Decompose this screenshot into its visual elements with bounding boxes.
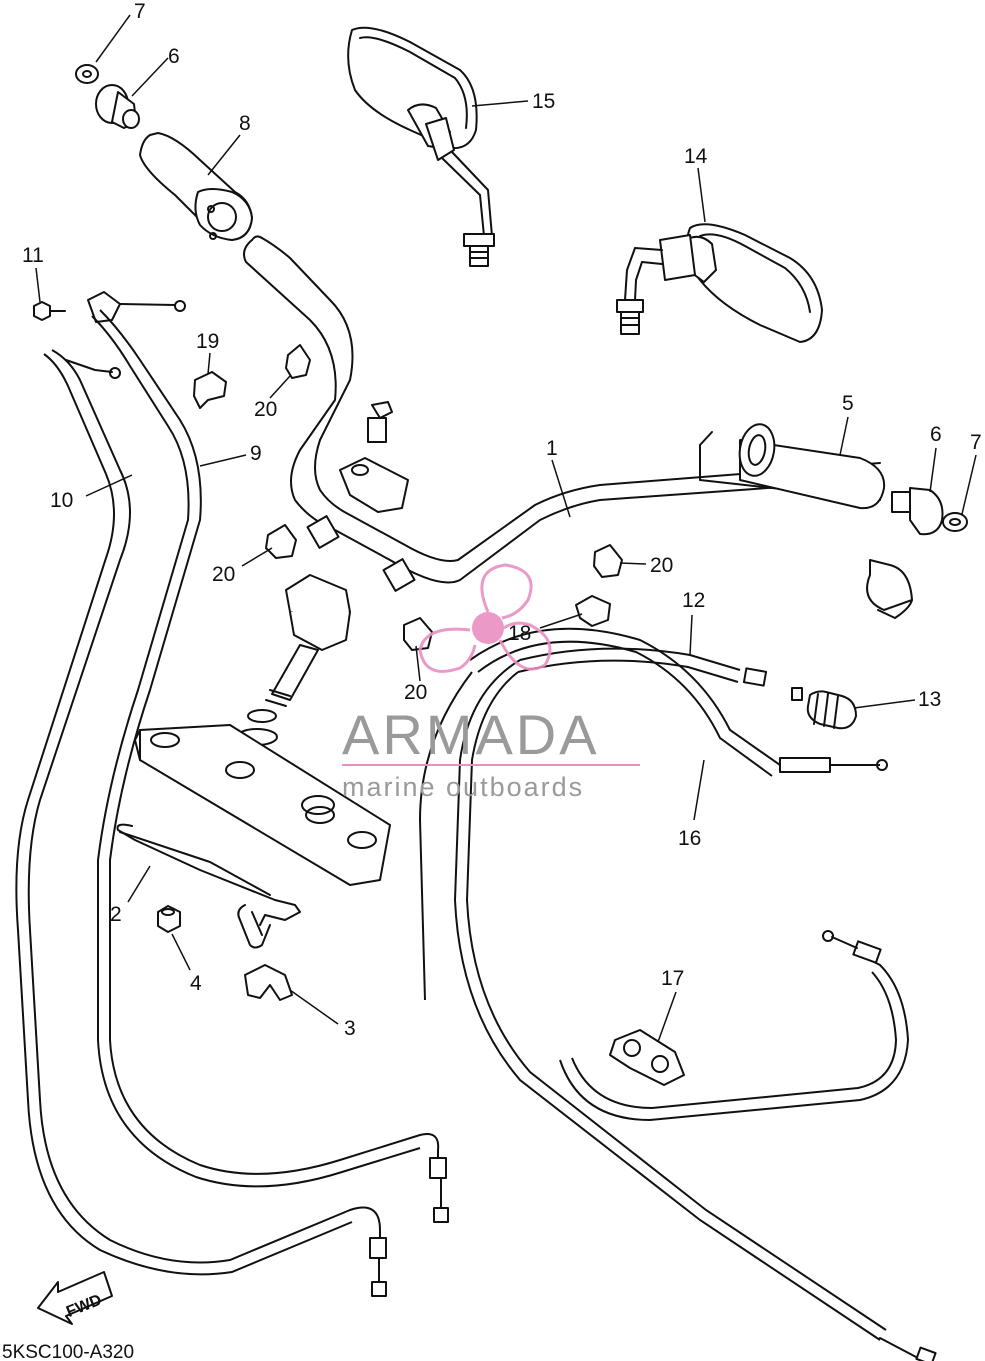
cable-clamp-3	[244, 964, 293, 1001]
armada-logo-mark	[418, 563, 552, 673]
clamp-20-lower	[403, 617, 433, 651]
callout-8: 8	[239, 112, 251, 135]
throttle-cable-10	[15, 349, 387, 1297]
callout-18: 18	[508, 622, 531, 645]
cable-holder-18	[575, 595, 611, 627]
callout-6-right: 6	[930, 423, 942, 446]
callout-4: 4	[190, 972, 202, 995]
grip-end-washer-7-right	[942, 512, 968, 532]
callout-13: 13	[918, 688, 941, 711]
callout-17: 17	[661, 967, 684, 990]
callout-numbers: 7 6 8 15 14 11 19 20 9 10 1 5 6 7 20 20 …	[22, 0, 982, 1040]
right-grip-5	[699, 423, 913, 619]
clamp-20-mid	[265, 524, 297, 559]
callout-3: 3	[344, 1017, 356, 1040]
callout-20-lower: 20	[404, 681, 427, 704]
diagram-code: 5KSC100-A320	[2, 1342, 134, 1361]
choke-cable-16	[418, 627, 910, 1122]
clamp-20-right	[593, 544, 623, 578]
grip-end-weight-6-right	[891, 487, 944, 536]
callout-19: 19	[196, 330, 219, 353]
callout-2: 2	[110, 903, 122, 926]
callout-20-mid: 20	[212, 563, 235, 586]
callout-7-right: 7	[970, 431, 982, 454]
callout-leaders	[35, 14, 977, 1043]
cable-guide-bracket-2	[116, 823, 301, 949]
nut-4	[157, 905, 181, 933]
watermark-tagline: marine outboards	[342, 772, 584, 802]
cable-holder-17	[609, 1029, 685, 1086]
callout-6-left: 6	[168, 45, 180, 68]
callout-7-left: 7	[134, 0, 146, 23]
callout-11: 11	[22, 244, 44, 267]
callout-20-right: 20	[650, 554, 673, 577]
clutch-cable-12	[453, 647, 937, 1361]
mirror-left-14	[616, 223, 823, 343]
callout-9: 9	[250, 442, 262, 465]
grip-end-weight-6-left	[95, 84, 140, 129]
lower-handlebar-holder-riser	[236, 574, 351, 746]
adjuster-13	[806, 690, 857, 730]
callout-5: 5	[842, 392, 854, 415]
forward-arrow-icon: FWD	[37, 1271, 113, 1325]
clamp-20-upper	[285, 344, 311, 379]
callout-14: 14	[684, 145, 708, 168]
mirror-right-15	[347, 26, 495, 267]
left-grip-8	[139, 132, 253, 241]
callout-16: 16	[678, 827, 701, 850]
grip-end-washer-7-left	[75, 64, 99, 84]
callout-12: 12	[682, 589, 705, 612]
bolt-11	[33, 301, 66, 321]
callout-15: 15	[532, 90, 555, 113]
callout-1: 1	[546, 437, 558, 460]
throttle-cable-9	[65, 291, 449, 1223]
handlebar-1	[243, 235, 881, 592]
callout-20-upper: 20	[254, 398, 277, 421]
cable-holder-19	[193, 371, 227, 409]
callout-10: 10	[50, 489, 73, 512]
upper-handlebar-holder	[339, 401, 409, 513]
watermark-brand: ARMADA	[342, 703, 600, 766]
